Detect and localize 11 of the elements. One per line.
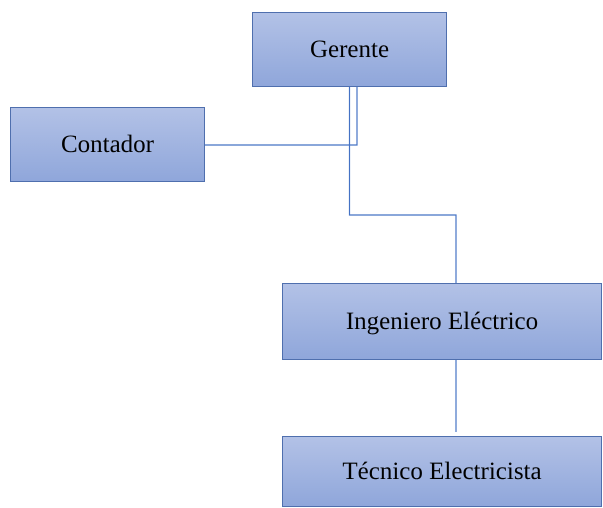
role-label: Contador xyxy=(60,130,154,158)
org-box xyxy=(282,283,602,360)
role-label: Ingeniero Eléctrico xyxy=(346,308,538,336)
org-box xyxy=(282,436,602,507)
connector-line xyxy=(455,360,457,432)
role-label: Técnico Electricista xyxy=(342,458,542,486)
connector-line xyxy=(348,87,457,283)
org-box xyxy=(10,107,205,182)
connector-line xyxy=(205,87,358,146)
role-label: Gerente xyxy=(310,36,390,64)
org-box xyxy=(252,12,447,87)
